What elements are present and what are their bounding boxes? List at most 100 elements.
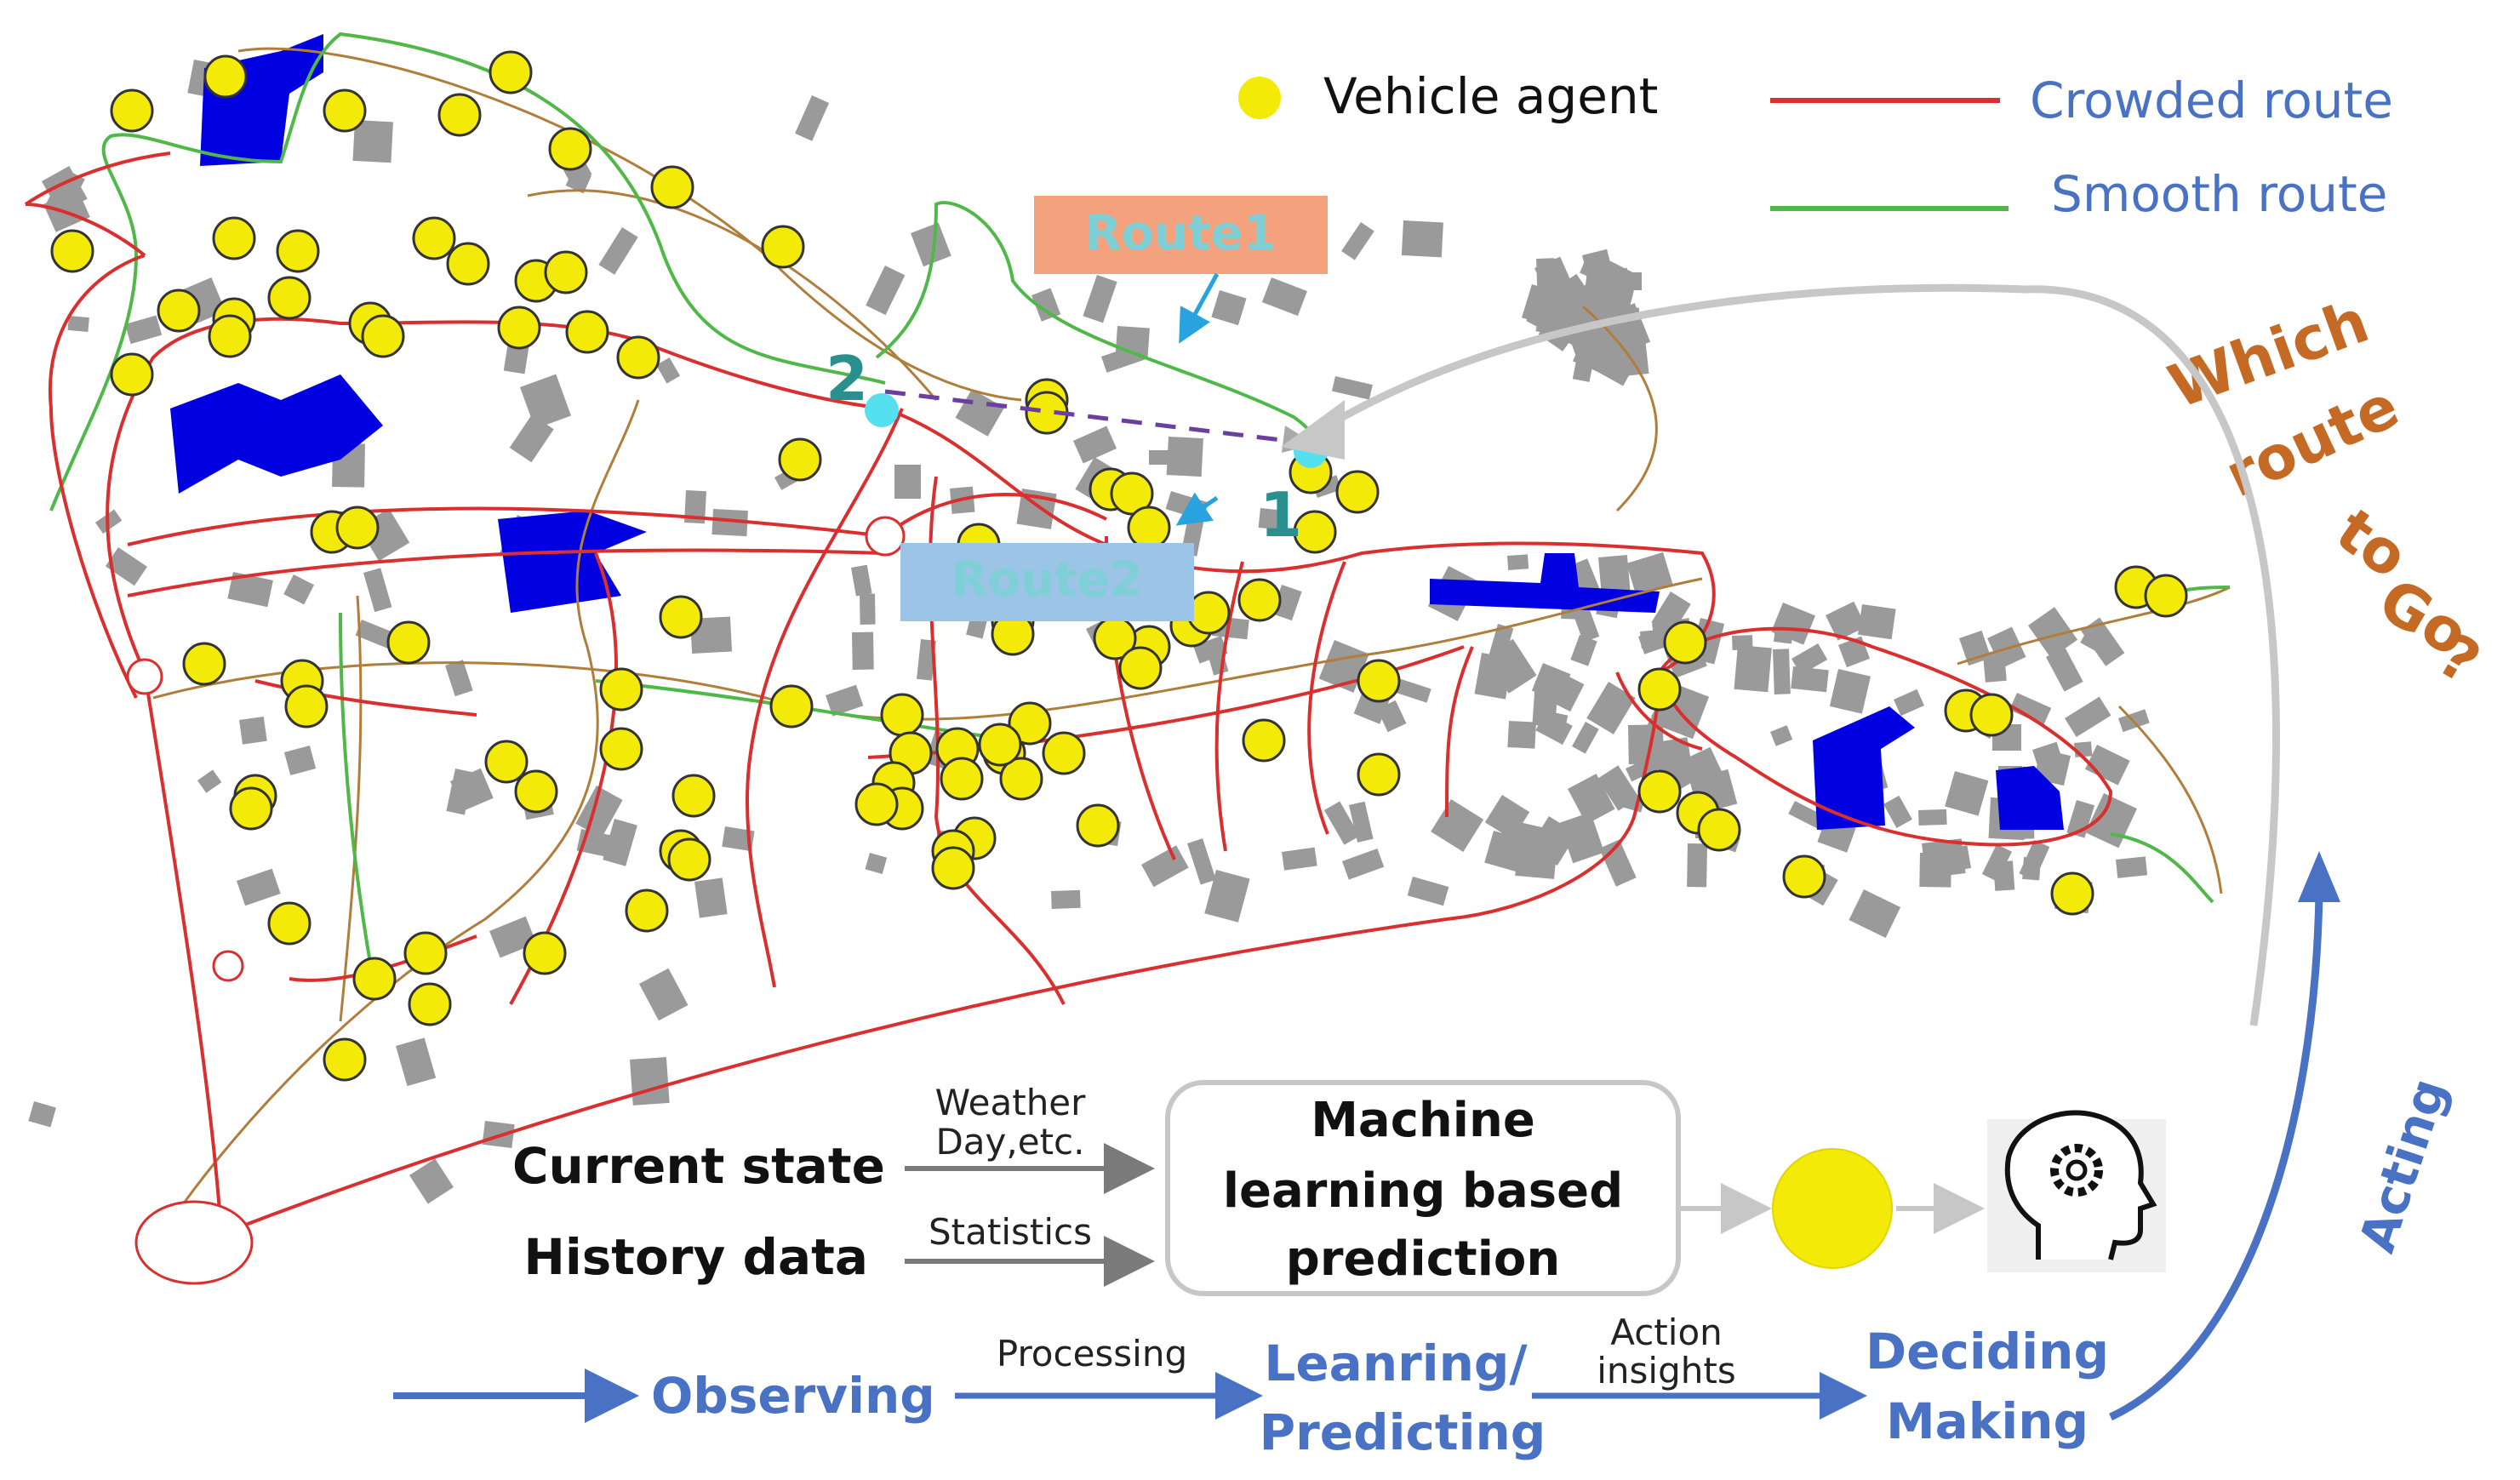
vehicle-agent	[1782, 854, 1826, 899]
vehicle-agent	[1118, 646, 1163, 690]
vehicle-agent	[565, 310, 609, 354]
gray-building	[1531, 663, 1571, 702]
vehicle-agent	[323, 1037, 367, 1082]
feedback-arrow	[1325, 283, 2280, 1026]
vehicle-agent	[267, 276, 311, 320]
observing-label: Observing	[651, 1367, 935, 1425]
gray-building	[851, 631, 874, 670]
gray-building	[1149, 450, 1172, 465]
gray-building	[1598, 555, 1631, 597]
node-1-label: 1	[1260, 479, 1302, 551]
vehicle-agent	[671, 774, 716, 818]
learning-label-line-2: Predicting	[1260, 1403, 1546, 1461]
route-link	[884, 389, 1303, 445]
route2-label: Route2	[951, 552, 1142, 608]
vehicle-agent	[761, 225, 805, 269]
gray-building	[197, 769, 222, 793]
gray-building	[575, 786, 623, 838]
gray-building	[2027, 607, 2078, 659]
vehicle-agent	[1663, 620, 1707, 665]
route2-pointer	[1175, 492, 1219, 526]
gray-building	[352, 120, 393, 163]
vehicle-agent	[408, 982, 452, 1026]
gray-building	[1945, 771, 1989, 816]
gray-building	[1683, 746, 1729, 798]
gray-building	[1582, 249, 1614, 283]
gray-building	[2046, 647, 2083, 692]
gray-building	[795, 94, 830, 141]
gray-building	[1918, 809, 1947, 826]
gray-building	[711, 509, 748, 537]
gray-building	[1083, 275, 1117, 323]
gray-building	[1595, 299, 1623, 337]
blue-buildings	[170, 34, 2064, 830]
route1-pointer	[1179, 272, 1220, 344]
vehicle-agent	[544, 250, 588, 294]
vehicle-agent	[1637, 769, 1682, 814]
legend: Vehicle agent Crowded route Smooth route	[1238, 67, 2393, 223]
vehicle-agent	[1110, 471, 1154, 516]
gray-building	[1342, 848, 1385, 880]
gray-building	[1734, 645, 1772, 693]
gray-building	[355, 620, 395, 649]
gray-building	[1507, 721, 1536, 749]
feedback-arrowhead	[1281, 400, 1345, 460]
gray-building	[656, 357, 681, 384]
gray-building	[509, 414, 554, 463]
question-text: Which route to Go ?	[2160, 286, 2492, 698]
gray-building	[1649, 740, 1699, 794]
gray-building	[1599, 839, 1637, 887]
gray-building	[1849, 889, 1901, 938]
legend-vehicle-label: Vehicle agent	[1323, 67, 1658, 125]
vehicle-agent	[625, 889, 669, 933]
vehicle-agent	[110, 89, 154, 133]
blue-building	[1996, 766, 2064, 830]
learning-label-line-1: Leanring/	[1264, 1334, 1528, 1392]
acting-label: Acting	[2348, 1071, 2458, 1259]
gray-building	[1626, 551, 1673, 597]
blue-building	[170, 374, 383, 494]
vehicle-agent	[1076, 803, 1120, 848]
vehicle-agent	[276, 229, 320, 273]
action-insights-line-2: insights	[1597, 1350, 1735, 1391]
vehicle-agent	[599, 667, 643, 711]
gray-building	[2066, 800, 2095, 838]
gray-building	[396, 1037, 437, 1087]
gray-building	[638, 968, 689, 1021]
vehicle-agent	[412, 216, 456, 260]
vehicle-agent	[978, 723, 1022, 767]
vehicle-agent	[940, 757, 984, 801]
gray-building	[1572, 339, 1597, 382]
gray-building	[1031, 288, 1061, 322]
ml-box	[1165, 1080, 1681, 1296]
vehicle-agent	[999, 757, 1043, 801]
vehicle-agent	[1293, 510, 1337, 554]
legend-smooth-label: Smooth route	[2051, 165, 2387, 223]
gray-building	[1773, 649, 1791, 694]
gray-building	[1204, 870, 1250, 923]
vehicle-agent	[854, 782, 899, 826]
vehicle-agent	[446, 242, 490, 286]
blue-building	[1430, 553, 1660, 613]
route2-label-box	[900, 543, 1194, 621]
vehicle-agent	[1008, 701, 1052, 746]
gray-building	[1983, 652, 2007, 683]
road-circles	[126, 516, 906, 1285]
processing-label: Processing	[997, 1333, 1187, 1374]
gray-building	[1324, 801, 1360, 845]
vehicle-agent	[1242, 718, 1286, 763]
gray-building	[1282, 847, 1317, 871]
vehicle-agent	[769, 684, 814, 729]
gray-building	[520, 374, 572, 429]
vehicle-agent	[497, 306, 541, 350]
gray-building	[1770, 725, 1793, 746]
gray-building	[1826, 601, 1866, 641]
gray-building	[1331, 376, 1373, 400]
gray-building	[2085, 793, 2137, 849]
gray-building	[1535, 294, 1568, 336]
vehicle-agent	[1357, 752, 1401, 797]
vehicle-agent	[548, 127, 592, 171]
vehicle-agent	[50, 229, 94, 273]
statistics-label: Statistics	[929, 1211, 1092, 1253]
gray-building	[363, 568, 392, 613]
